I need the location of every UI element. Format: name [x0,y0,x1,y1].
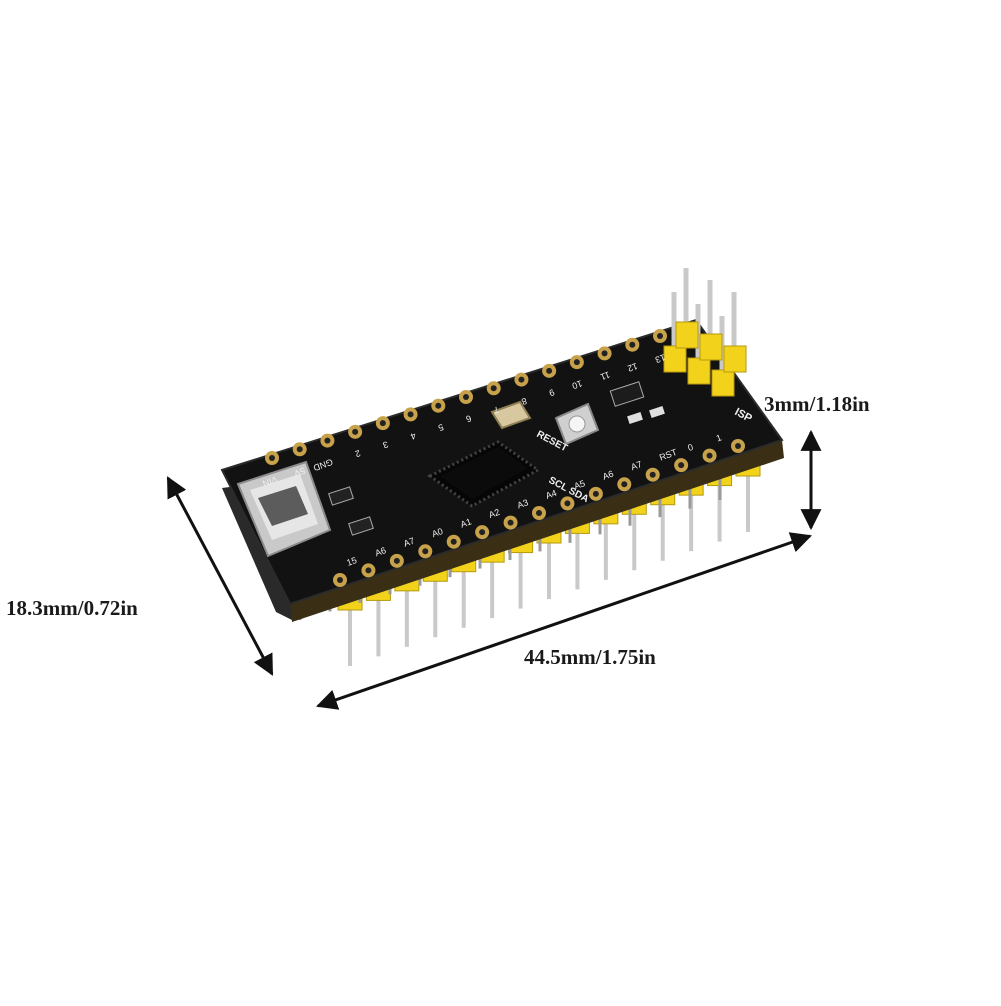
pad-hole [536,510,542,516]
pad-hole [507,519,514,526]
pad-hole [352,428,359,435]
pad-hole [601,350,608,357]
silk-top-pin-label: 10 [571,378,584,391]
pad-hole [463,394,469,400]
pad-hole [365,567,372,574]
smd-components [328,381,665,536]
silk-bottom-pin-label: A7 [630,459,644,472]
pad-hole [649,471,656,478]
pad-hole [479,529,486,536]
pad-hole [337,577,343,583]
isp-header [663,268,747,397]
isp-block [699,333,723,361]
silk-top-pin-label: 5 [437,422,445,433]
silk-bottom-pin-label: A5 [573,478,587,491]
isp-block [675,321,699,349]
isp-block [687,357,711,385]
pad-hole [490,385,497,392]
width-label: 18.3mm/0.72in [6,596,138,620]
pad-hole [735,443,741,449]
isp-block [711,369,735,397]
pad-hole [435,402,442,409]
silk-top-pin-label: 8 [520,396,528,407]
crystal-oscillator [490,400,532,430]
pad-hole [450,538,457,545]
thickness-label: 3mm/1.18in [764,392,870,416]
silk-top-pin-label: 7 [492,404,500,415]
silk-bottom-pin-label: A1 [459,516,473,529]
pad-hole [573,359,580,366]
silk-top-pin-label: 6 [465,413,473,424]
silk-top-pin-label: 11 [599,370,611,383]
pad-hole [629,341,636,348]
silk-top-pin-label: 13 [654,352,667,365]
microcontroller-chip [427,440,541,508]
silk-bottom-pin-label: 1 [715,432,723,443]
pad-hole [407,411,414,418]
pad-hole [324,437,331,444]
isp-block [663,345,687,373]
silk-top-pin-label: 12 [626,361,639,374]
pad-hole [657,333,663,339]
reset-button [554,402,600,446]
pad-hole [621,481,628,488]
silk-top-pin-label: 2 [354,448,362,459]
silk-bottom-pin-label: A4 [544,488,558,501]
silk-top-pin-label: 9 [548,387,556,398]
pad-hole [379,420,386,427]
pad-hole [592,490,599,497]
silk-top-pin-label: 5V [293,465,307,478]
pad-hole [269,455,275,461]
silk-bottom-pin-label: A2 [487,507,501,520]
length-label: 44.5mm/1.75in [524,645,656,669]
silk-bottom-pin-label: A3 [516,497,530,510]
pad-hole [422,548,429,555]
silk-top-pin-label: 3 [381,439,389,450]
pad-hole [393,557,400,564]
pad-hole [678,462,685,469]
pad-hole [706,452,713,459]
pad-hole [564,500,571,507]
width-arrow [166,476,274,676]
pin-pads [265,329,745,587]
silk-top-pin-label: 4 [409,431,417,442]
silk-bottom-pin-label: 0 [686,442,694,453]
pad-hole [296,446,303,453]
pad-hole [546,367,553,374]
pad-hole [518,376,525,383]
length-arrow [316,532,812,710]
silk-bottom-pin-label: A6 [601,469,615,482]
isp-block [723,345,747,373]
